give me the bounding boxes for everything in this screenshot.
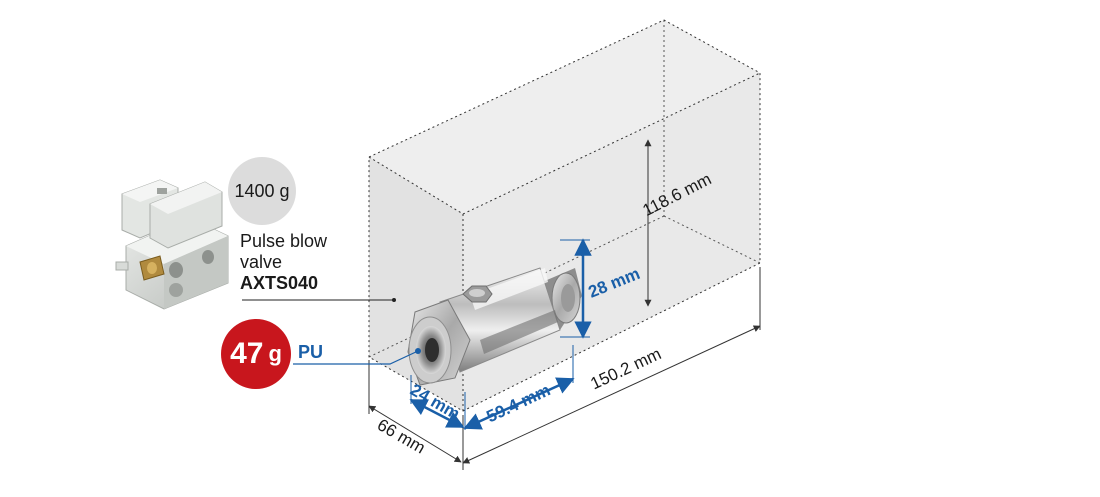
product-length-line	[463, 377, 575, 430]
pulse-blow-valve-image	[115, 179, 229, 310]
old-valve-weight-badge: 1400 g	[228, 157, 296, 225]
compact-valve-image	[407, 267, 582, 386]
new-product-weight-unit: g	[268, 341, 282, 366]
width-dimension-line	[368, 405, 462, 463]
product-extension-lines	[410, 239, 590, 430]
length-dimension-line	[462, 325, 761, 464]
old-valve-name-line-1: Pulse blow	[240, 231, 328, 251]
material-label: PU	[298, 342, 324, 362]
product-dimensions	[409, 238, 592, 430]
new-product-weight-value: 47	[230, 337, 264, 370]
pu-leader-line	[293, 350, 419, 365]
product-width-line	[409, 398, 465, 429]
old-valve-model: AXTS040	[240, 273, 319, 293]
envelope-top-face	[369, 20, 760, 214]
envelope-dimensions	[368, 139, 761, 470]
old-valve-name: Pulse blow valve AXTS040	[240, 231, 327, 294]
new-product-weight-badge: 47 g	[221, 319, 291, 389]
old-valve-name-line-2: valve	[240, 252, 283, 272]
old-valve-weight: 1400 g	[234, 180, 290, 201]
